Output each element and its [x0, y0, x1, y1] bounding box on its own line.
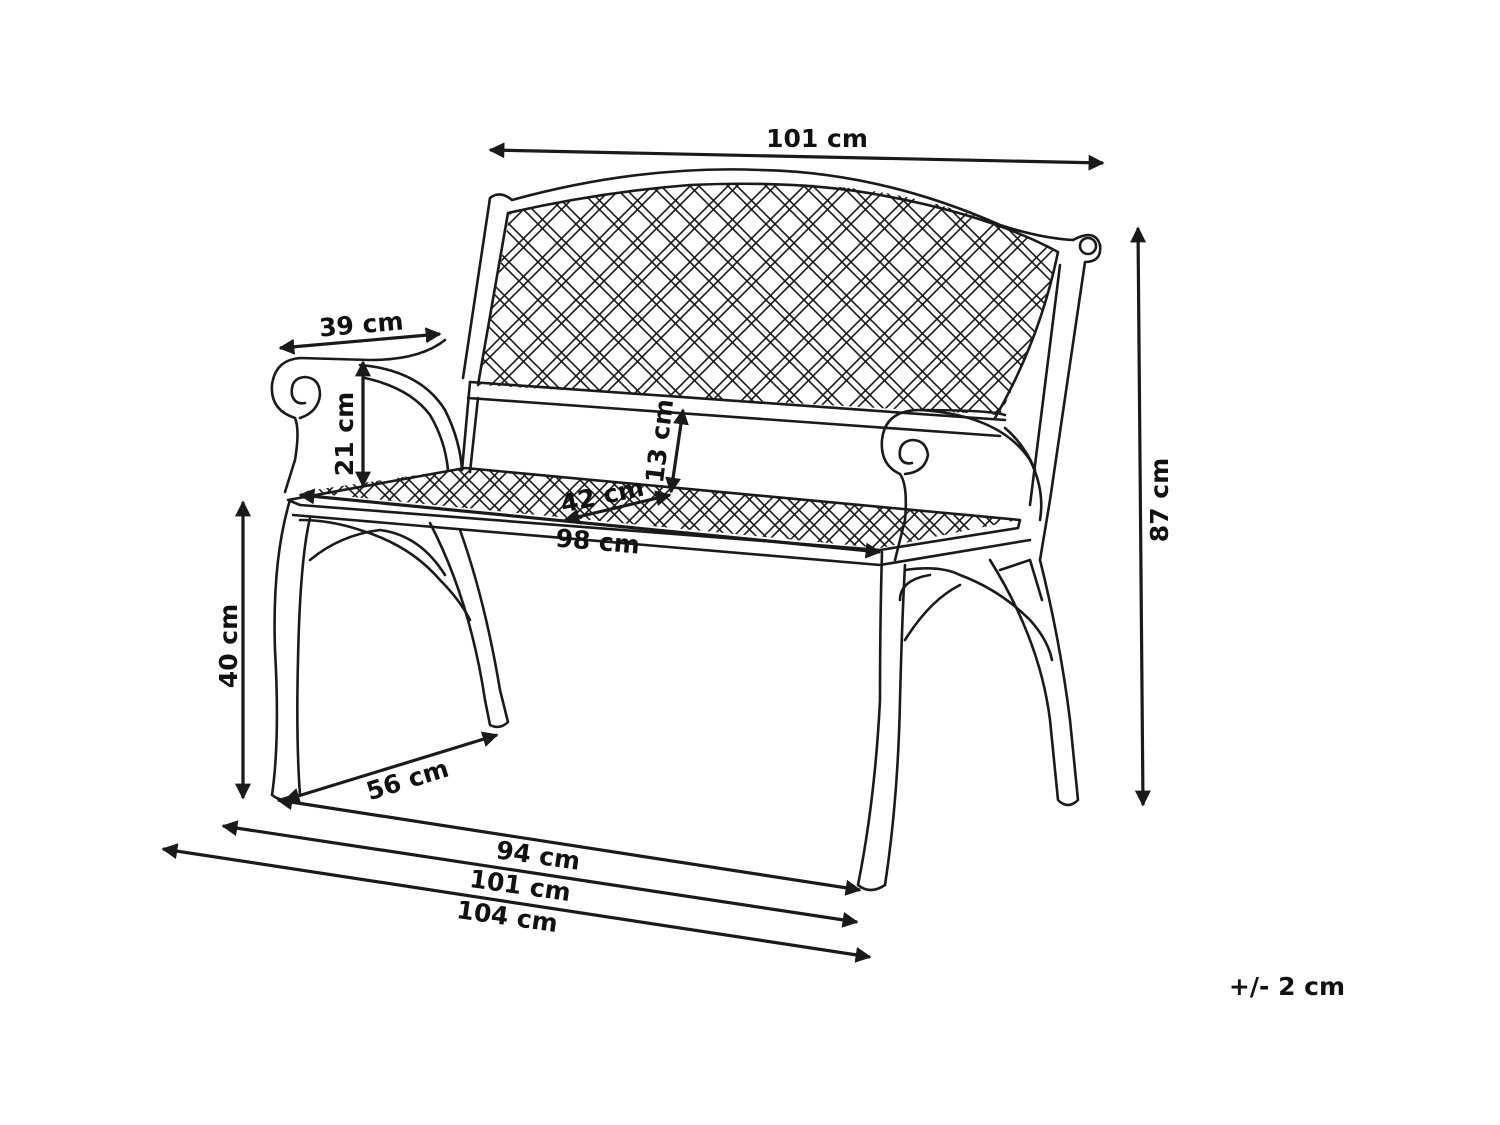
seat-width-arrow [298, 488, 882, 559]
left-arm-support [358, 363, 464, 472]
label-tolerance: +/- 2 cm [1229, 972, 1345, 1001]
back-rail [466, 380, 1007, 438]
overall-width-arrow [161, 843, 872, 963]
right-arm-support [918, 408, 1043, 522]
armrest-depth-arrow [278, 327, 442, 355]
label-top-width: 101 cm [766, 124, 868, 153]
left-armrest [270, 338, 447, 494]
left-side-bracket [298, 518, 472, 622]
left-back-leg [428, 521, 510, 729]
total-height-arrow [1130, 226, 1151, 807]
right-front-leg [856, 550, 907, 892]
right-back-scroll [1078, 236, 1098, 256]
top-width-arrow [488, 142, 1105, 171]
right-side-bracket [898, 558, 1054, 662]
right-back-leg [988, 558, 1080, 807]
dimension-lines [161, 142, 1151, 963]
right-back-post [1028, 233, 1102, 562]
dimension-labels: 101 cm 87 cm 39 cm 21 cm 13 cm 42 cm 98 … [214, 124, 1345, 1001]
label-seat-width: 98 cm [554, 523, 641, 559]
label-total-height: 87 cm [1145, 458, 1174, 542]
right-armrest [880, 408, 1007, 562]
back-lower-rail [460, 380, 480, 474]
base-depth-arrow [283, 731, 499, 804]
left-front-leg [270, 498, 312, 802]
backrest-lattice [478, 183, 1058, 415]
backrest-height-arrow [665, 408, 689, 494]
label-seat-height: 40 cm [214, 604, 243, 688]
label-armrest-height: 21 cm [330, 392, 359, 476]
